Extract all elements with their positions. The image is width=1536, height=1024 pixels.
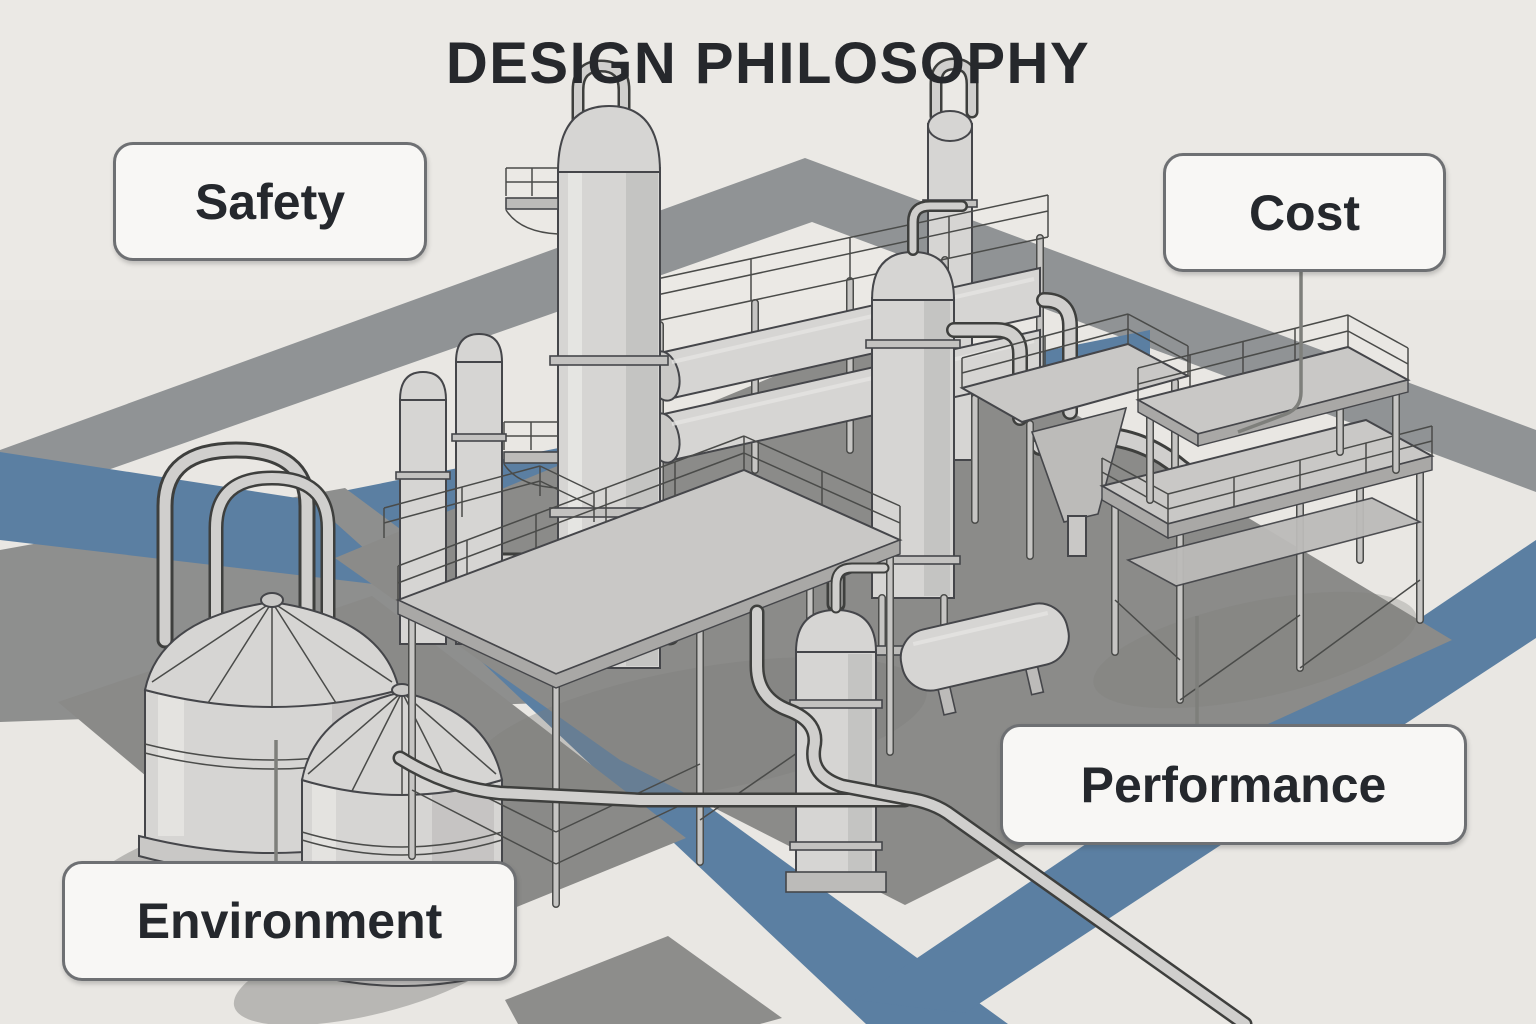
label-safety: Safety [113, 142, 427, 261]
column-balcony [505, 167, 559, 235]
platform-complex [1099, 314, 1435, 704]
label-environment: Environment [62, 861, 517, 981]
horizontal-drum [899, 602, 1070, 716]
shadow [1093, 591, 1417, 709]
middle-vessel [865, 200, 968, 656]
page-title: DESIGN PHILOSOPHY [445, 31, 1091, 96]
hopper-platform [959, 313, 1191, 560]
leader-lines [274, 268, 1303, 862]
label-performance-text: Performance [1080, 756, 1387, 813]
label-safety-text: Safety [194, 173, 346, 230]
cost-leader-line [1237, 268, 1303, 434]
label-cost: Cost [1163, 153, 1446, 272]
ground-pipes [392, 604, 1253, 1024]
gray-road [0, 158, 1536, 508]
label-performance: Performance [1000, 724, 1467, 845]
label-environment-text: Environment [136, 893, 443, 949]
process-plant [383, 57, 1435, 908]
pad-wedge-bottom [505, 936, 782, 1024]
loop-pipes [156, 441, 336, 658]
left-drums [383, 332, 595, 645]
label-cost-text: Cost [1248, 184, 1361, 241]
